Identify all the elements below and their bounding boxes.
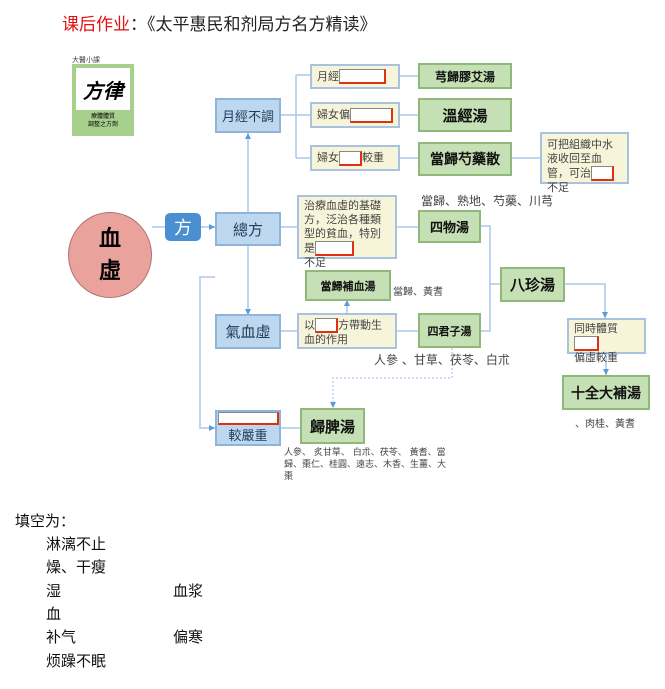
formula-dangguishaoyao: 當歸芍藥散 <box>418 142 512 176</box>
answer-3: 湿 <box>46 582 62 600</box>
blank-input[interactable] <box>574 336 599 351</box>
shiquan-herbs: 、肉桂、黃耆 <box>575 419 635 430</box>
formula-siwu: 四物湯 <box>418 210 481 243</box>
formula-wenjing: 溫經湯 <box>418 98 512 132</box>
blank-input[interactable] <box>217 412 279 425</box>
yuejing-case-2: 婦女偏 <box>310 102 400 128</box>
note-water: 可把組織中水液收回至血管，可治不足 <box>540 132 629 194</box>
siwu-herbs: 當歸、熟地、芍藥、川芎 <box>421 194 554 208</box>
blank-input[interactable] <box>350 107 393 123</box>
formula-shiquan: 十全大補湯 <box>562 375 650 410</box>
formula-xiongguijiaoai: 芎歸膠艾湯 <box>418 63 512 89</box>
answer-1: 淋漓不止 <box>46 535 107 553</box>
formula-buxue: 當歸補血湯 <box>305 270 391 301</box>
answer-3b: 血浆 <box>173 582 204 600</box>
yuejing-case-3: 婦女較重 <box>310 145 400 171</box>
answer-5b: 偏寒 <box>173 628 204 646</box>
formula-sijunzi: 四君子湯 <box>418 313 481 348</box>
jiaoyan-node: 較嚴重 <box>215 410 281 446</box>
blank-input[interactable] <box>339 150 362 166</box>
zongfang-node: 總方 <box>215 212 281 246</box>
guipi-herbs: 人參、 炙甘草、 白朮、茯苓、 黃耆、當歸、棗仁、桂圓、遠志、木香、生薑、大棗 <box>284 448 447 482</box>
blank-input[interactable] <box>339 69 386 84</box>
blank-input[interactable] <box>591 166 614 181</box>
note-base: 治療血虛的基礎方，泛治各種類型的貧血，特別是不足 <box>297 195 397 269</box>
fang-label: 方 <box>165 213 201 241</box>
formula-guipi: 歸脾湯 <box>300 408 365 444</box>
blank-input[interactable] <box>315 318 338 333</box>
answer-5: 补气 <box>46 628 77 646</box>
yuejing-case-1: 月經 <box>310 64 400 89</box>
answer-2: 燥、干瘦 <box>46 558 107 576</box>
answers-heading: 填空为： <box>15 512 76 530</box>
qixue-node: 氣血虛 <box>215 314 281 349</box>
answer-6: 烦躁不眠 <box>46 652 107 670</box>
answer-4: 血 <box>46 605 62 623</box>
formula-bazhen: 八珍湯 <box>500 267 565 302</box>
sijunzi-herbs: 人參 、甘草、茯苓、白朮 <box>374 353 510 367</box>
note-both: 同時體質偏虛較重 <box>567 318 646 364</box>
note-qi: 以方帶動生血的作用 <box>297 313 397 349</box>
logo: 大醫小課 方律 療體體質 調整之方劑 <box>72 56 134 138</box>
xuexu-circle: 血虛 <box>68 212 152 298</box>
buxue-herbs: 當歸、黃耆 <box>393 287 443 298</box>
yuejing-node: 月經不調 <box>215 98 281 133</box>
page-title: 课后作业：《太平惠民和剂局方名方精读》 <box>62 15 377 35</box>
blank-input[interactable] <box>315 241 354 256</box>
